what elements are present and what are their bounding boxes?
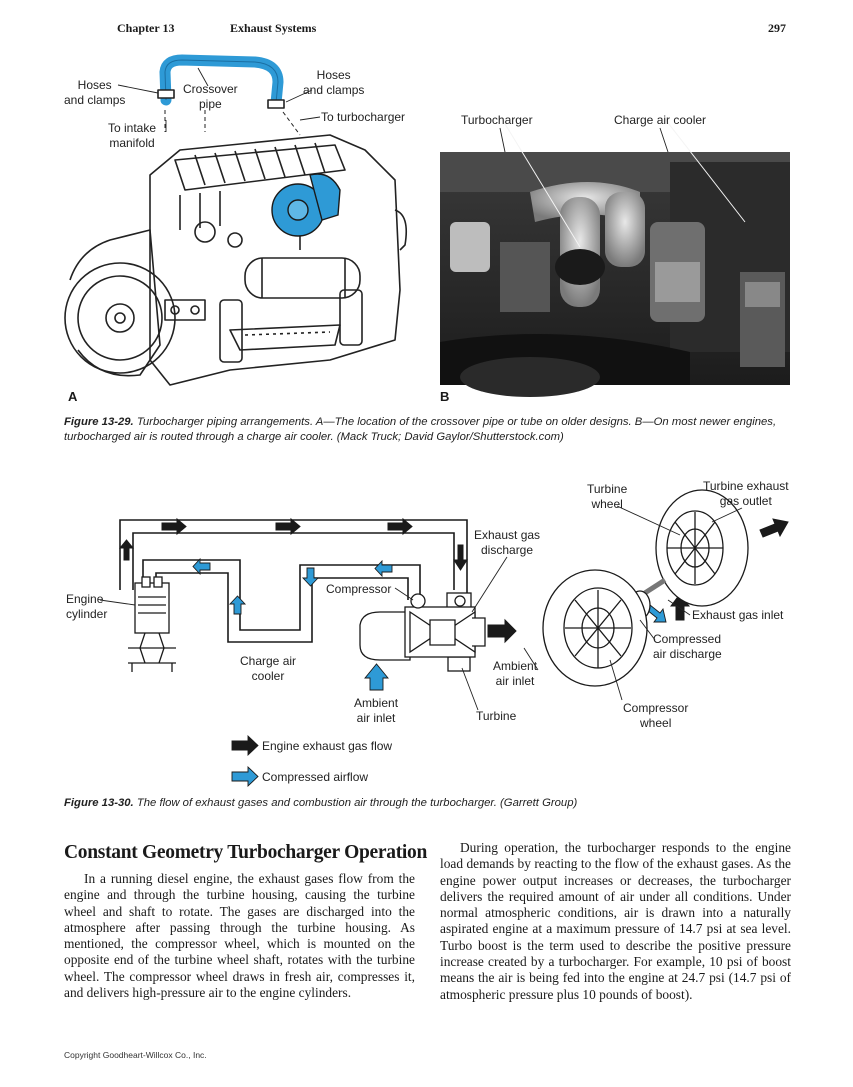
label-turbine-exhaust-outlet: Turbine exhaust gas outlet: [703, 479, 789, 508]
figure-13-30-caption: Figure 13-30. The flow of exhaust gases …: [64, 797, 578, 809]
label-turbocharger-photo: Turbocharger: [461, 113, 533, 127]
section-heading: Constant Geometry Turbocharger Operation: [64, 842, 427, 863]
paragraph-1: In a running diesel engine, the exhaust …: [64, 871, 415, 1001]
label-hoses-clamps-right: Hoses and clamps: [303, 68, 365, 97]
figure-part-b-letter: B: [440, 389, 450, 404]
label-compressor: Compressor: [326, 582, 392, 596]
label-exhaust-gas-discharge: Exhaust gas discharge: [474, 528, 541, 557]
label-to-intake-manifold: To intake manifold: [108, 121, 157, 150]
label-exhaust-gas-inlet: Exhaust gas inlet: [692, 608, 784, 622]
chapter-label: Chapter 13: [117, 21, 175, 35]
label-ambient-air-inlet: Ambient air inlet: [354, 696, 399, 725]
legend-compressed-airflow: Compressed airflow: [262, 770, 369, 784]
label-compressed-air-discharge: Compressed air discharge: [653, 632, 722, 661]
label-to-turbocharger: To turbocharger: [321, 110, 406, 124]
label-turbine: Turbine: [476, 709, 517, 723]
label-hoses-clamps-left: Hoses and clamps: [64, 78, 126, 107]
figure-13-29-caption: Figure 13-29. Turbocharger piping arrang…: [64, 416, 777, 443]
label-charge-air-cooler-photo: Charge air cooler: [614, 113, 707, 127]
legend-exhaust-flow: Engine exhaust gas flow: [262, 739, 393, 753]
section-label: Exhaust Systems: [230, 21, 317, 35]
label-compressor-wheel: Compressor wheel: [623, 701, 689, 730]
label-charge-air-cooler: Charge air cooler: [240, 654, 297, 683]
label-crossover-pipe: Crossover pipe: [183, 82, 238, 111]
label-engine-cylinder: Engine cylinder: [66, 592, 108, 621]
figure-part-a-letter: A: [68, 389, 78, 404]
page-number: 297: [768, 21, 786, 35]
article-column-right: During operation, the turbocharger respo…: [440, 840, 791, 1003]
paragraph-2: During operation, the turbocharger respo…: [440, 840, 791, 1002]
label-turbine-wheel: Turbine wheel: [587, 482, 628, 511]
article-column-left: In a running diesel engine, the exhaust …: [64, 871, 415, 1001]
copyright-footer: Copyright Goodheart-Willcox Co., Inc.: [64, 1050, 207, 1060]
label-ambient-air-inlet-right: Ambient air inlet: [493, 659, 538, 688]
engine-bay-photo: [440, 118, 790, 397]
